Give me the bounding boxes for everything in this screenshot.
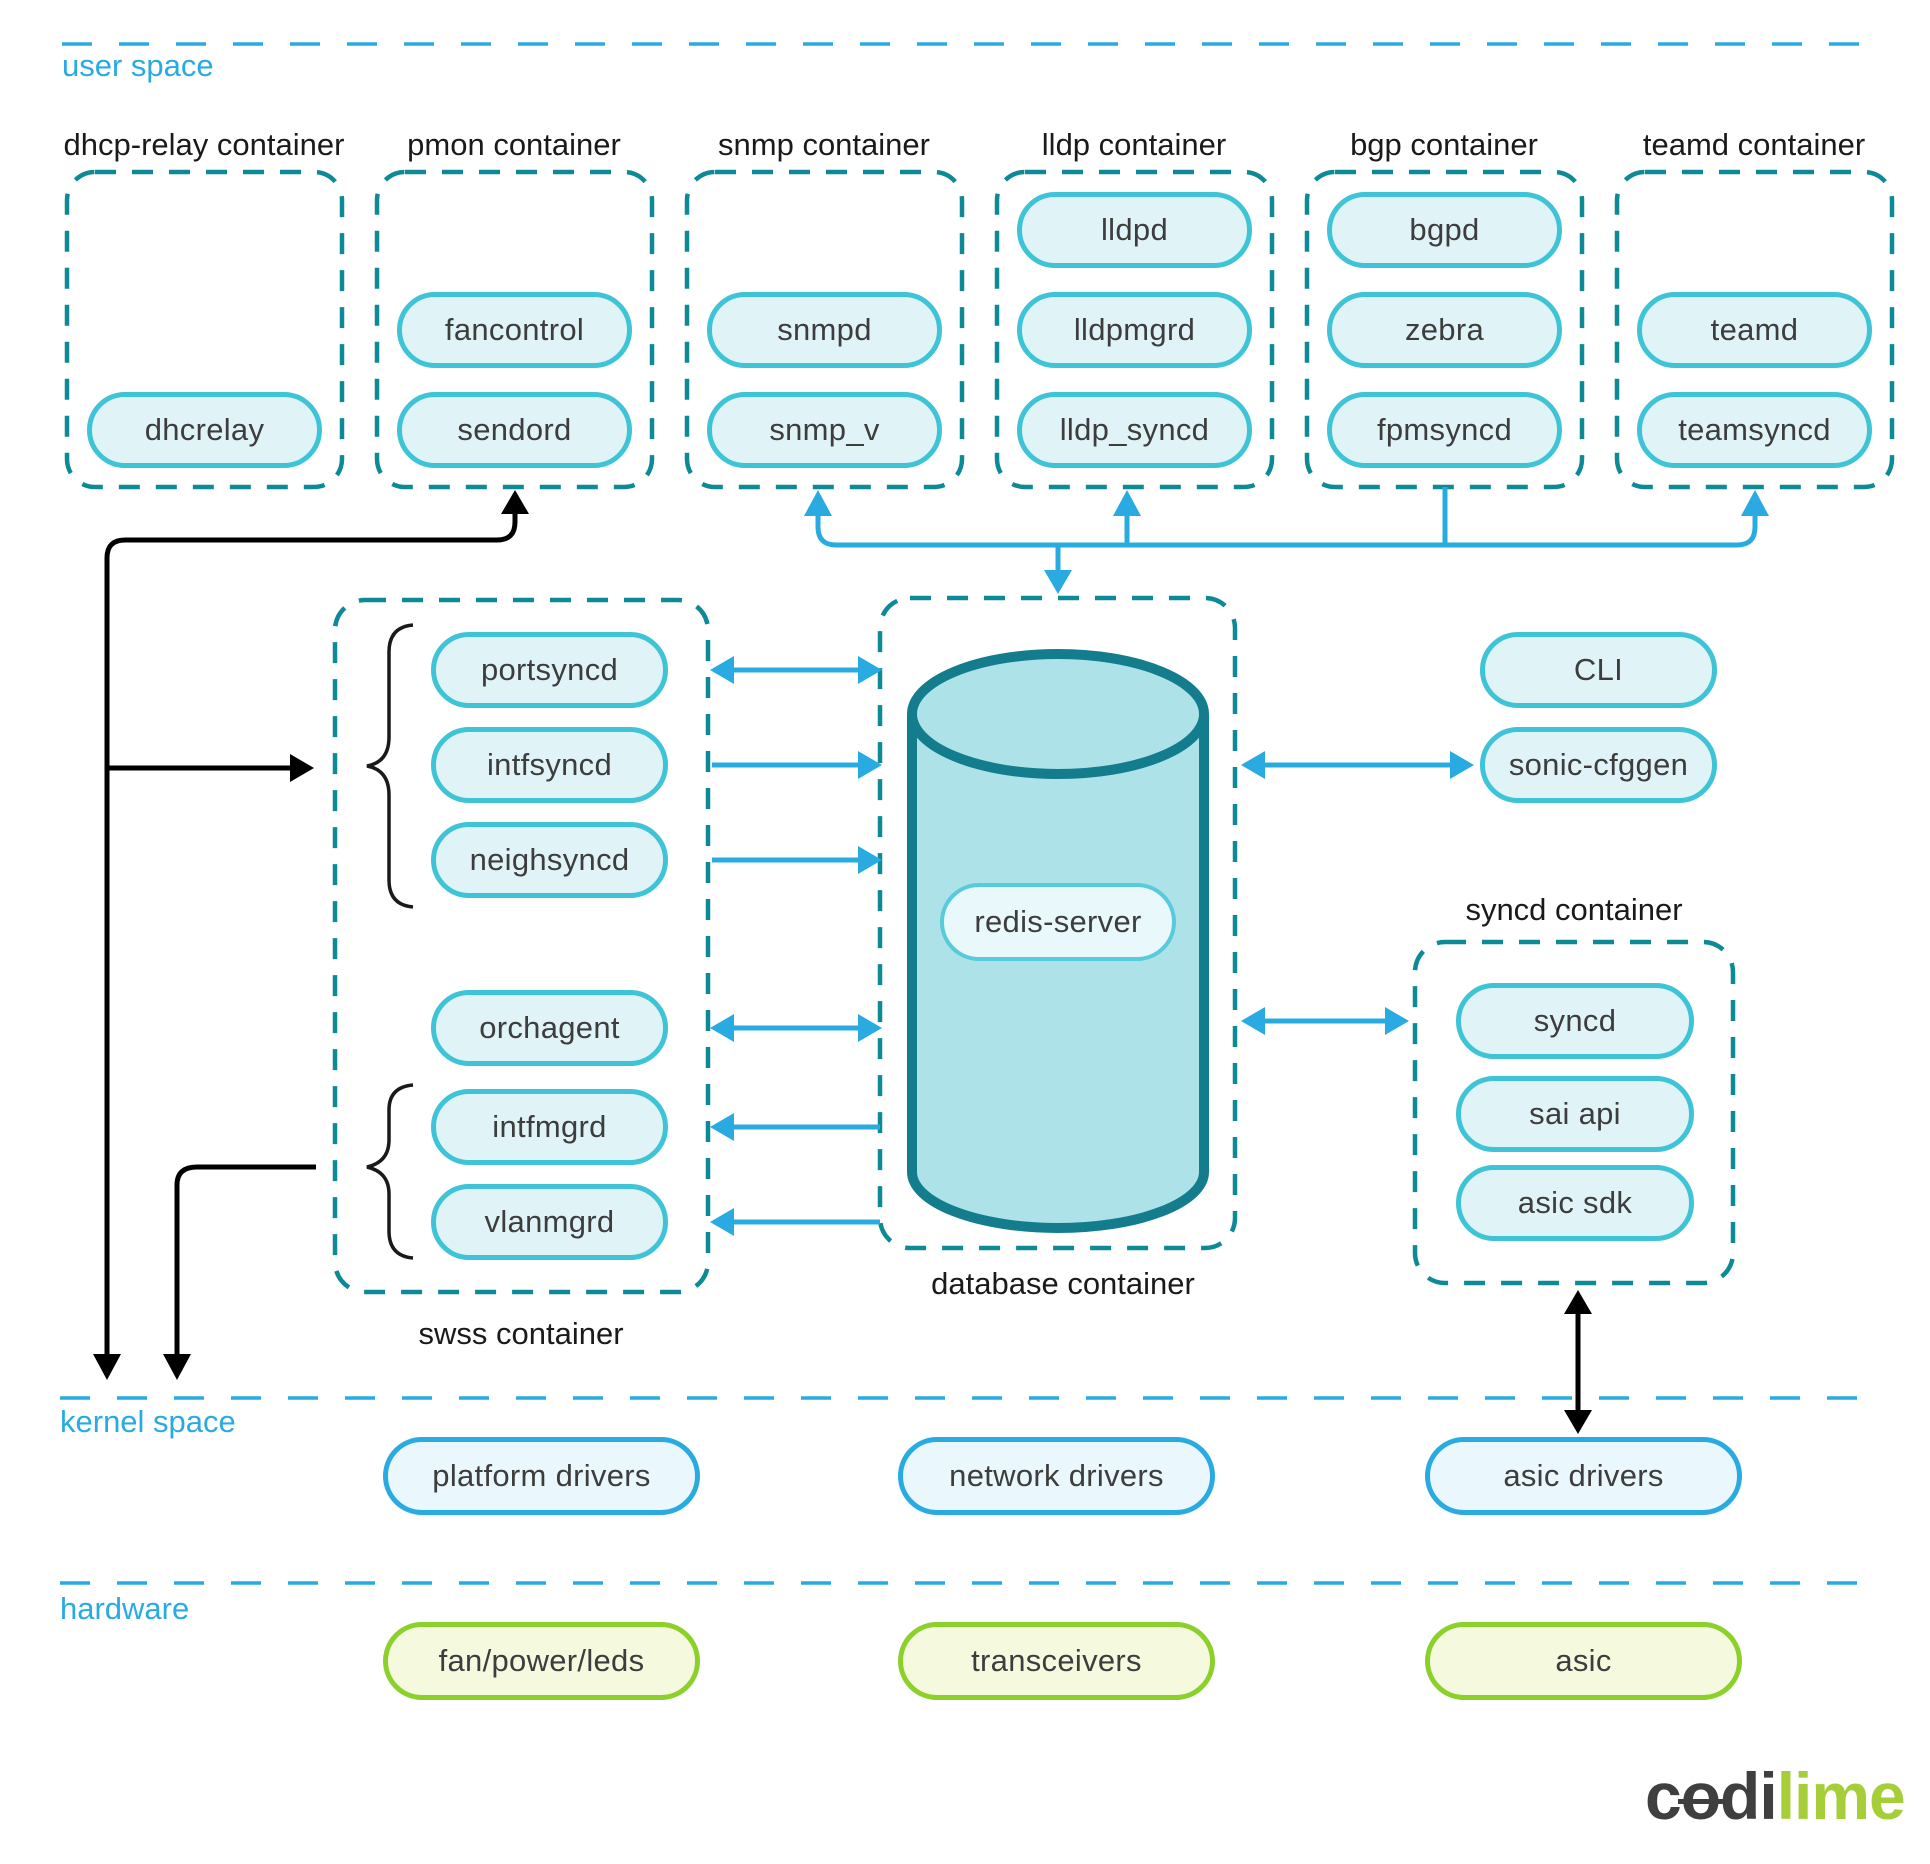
pill-asic: asic <box>1425 1622 1742 1700</box>
lldp-container-border <box>994 169 1275 490</box>
database-cylinder-icon <box>907 649 1209 1233</box>
pill-vlanmgrd: vlanmgrd <box>431 1184 668 1260</box>
swss-braces <box>366 623 414 1260</box>
pill-redis-server: redis-server <box>940 883 1176 961</box>
logo-codi-left: c <box>1645 1759 1682 1833</box>
pill-sai-api: sai api <box>1456 1076 1694 1152</box>
syncd-container-border <box>1412 939 1736 1286</box>
logo-lime: lime <box>1776 1759 1906 1833</box>
pill-bgpd: bgpd <box>1327 192 1562 268</box>
database-container-border <box>877 595 1238 1251</box>
dhcp-relay-container-label: dhcp-relay container <box>63 127 345 162</box>
swss-container-border <box>332 597 711 1295</box>
pill-intfmgrd: intfmgrd <box>431 1089 668 1165</box>
user-space-label: user space <box>62 48 214 83</box>
pill-zebra: zebra <box>1327 292 1562 368</box>
brace-syncd-group <box>366 623 414 909</box>
pill-fpmsyncd: fpmsyncd <box>1327 392 1562 468</box>
pill-asic-sdk: asic sdk <box>1456 1165 1694 1241</box>
swss-container-label: swss container <box>418 1316 624 1351</box>
dhcp-relay-container-border <box>64 169 345 490</box>
swss-kernel-line <box>174 1164 316 1356</box>
pill-sonic-cfggen: sonic-cfggen <box>1480 727 1717 803</box>
black-arrows <box>93 490 1592 1434</box>
pmon-kernel-trunk-line <box>104 512 518 1356</box>
pill-platform-drivers: platform drivers <box>383 1437 700 1515</box>
pill-snmp-v: snmp_v <box>707 392 942 468</box>
database-container-label: database container <box>931 1266 1195 1301</box>
bus-line <box>815 514 1758 548</box>
pill-dhcrelay: dhcrelay <box>87 392 322 468</box>
pill-intfsyncd: intfsyncd <box>431 727 668 803</box>
pill-asic-drivers: asic drivers <box>1425 1437 1742 1515</box>
pill-snmpd: snmpd <box>707 292 942 368</box>
pill-cli: CLI <box>1480 632 1717 708</box>
pill-fan-power-leds: fan/power/leds <box>383 1622 700 1700</box>
logo-codi-right: di <box>1720 1759 1778 1833</box>
pill-sendord: sendord <box>397 392 632 468</box>
pmon-container-border <box>374 169 655 490</box>
teamd-container-label: teamd container <box>1642 127 1866 162</box>
pill-network-drivers: network drivers <box>898 1437 1215 1515</box>
brace-mgrd-group <box>366 1083 414 1260</box>
pill-portsyncd: portsyncd <box>431 632 668 708</box>
pmon-container-label: pmon container <box>407 127 621 162</box>
pill-syncd: syncd <box>1456 983 1694 1059</box>
pill-transceivers: transceivers <box>898 1622 1215 1700</box>
lldp-container-label: lldp container <box>1041 127 1227 162</box>
bgp-container-label: bgp container <box>1350 127 1538 162</box>
pill-fancontrol: fancontrol <box>397 292 632 368</box>
pill-lldp-syncd: lldp_syncd <box>1017 392 1252 468</box>
pill-orchagent: orchagent <box>431 990 668 1066</box>
syncd-container-label: syncd container <box>1465 892 1683 927</box>
pill-lldpd: lldpd <box>1017 192 1252 268</box>
teamd-container-border <box>1614 169 1895 490</box>
kernel-space-label: kernel space <box>60 1404 236 1439</box>
codilime-logo: codilime <box>1645 1758 1906 1834</box>
snmp-container-label: snmp container <box>718 127 930 162</box>
snmp-container-border <box>684 169 965 490</box>
pill-teamd: teamd <box>1637 292 1872 368</box>
hardware-label: hardware <box>60 1591 190 1626</box>
pill-neighsyncd: neighsyncd <box>431 822 668 898</box>
pill-lldpmgrd: lldpmgrd <box>1017 292 1252 368</box>
blue-arrows <box>710 487 1769 1236</box>
logo-codi-slashed-o: o <box>1677 1759 1724 1833</box>
pill-teamsyncd: teamsyncd <box>1637 392 1872 468</box>
